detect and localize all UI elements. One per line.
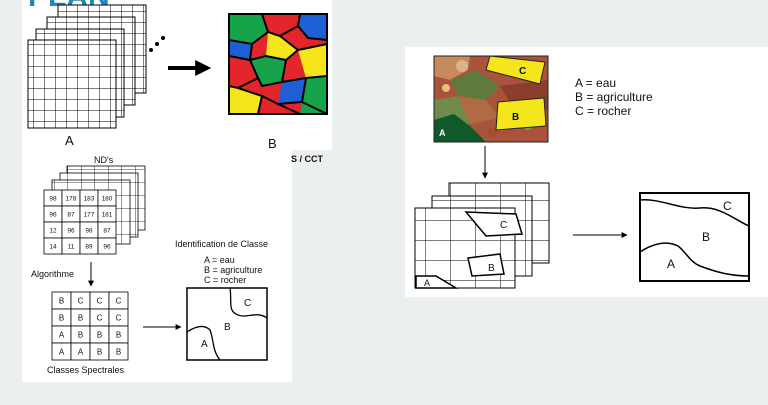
class-matrix-value: C — [116, 296, 122, 305]
grid-label-b: B — [488, 263, 495, 274]
right-stacked-grid: C B A — [414, 182, 550, 289]
nd-matrix-value: 178 — [66, 195, 77, 202]
map-small-label-b: B — [224, 322, 231, 333]
label-a-top: A — [65, 133, 74, 148]
class-matrix-value: C — [116, 313, 122, 322]
map-label-b: B — [702, 230, 710, 244]
image-label-c: C — [519, 66, 526, 77]
nd-matrix-value: 98 — [49, 195, 57, 202]
class-matrix-value: B — [78, 330, 83, 339]
class-matrix-value: A — [59, 330, 65, 339]
image-label-b: B — [512, 112, 519, 123]
class-matrix-value: B — [59, 313, 64, 322]
class-matrix-value: C — [78, 296, 84, 305]
nd-matrix-value: 96 — [49, 211, 57, 218]
nd-matrix-value: 183 — [84, 195, 95, 202]
final-classified-map: C B A — [639, 192, 750, 282]
legend-agriculture-small: B = agriculture — [204, 265, 262, 275]
label-b-top: B — [268, 136, 277, 151]
classified-color-map — [228, 13, 328, 115]
stacked-bands-grid — [27, 4, 147, 129]
class-matrix-value: A — [59, 347, 65, 356]
algorithm-label: Algorithme — [31, 269, 74, 279]
satellite-image: C B A — [433, 55, 549, 143]
identification-map-small: C B A — [186, 287, 268, 361]
class-matrix-value: C — [97, 313, 103, 322]
nd-matrix-value: 177 — [84, 211, 95, 218]
nd-matrix-value: 181 — [102, 211, 113, 218]
map-label-c: C — [723, 199, 732, 213]
legend-rocher: C = rocher — [575, 104, 631, 118]
nd-matrix-value: 14 — [49, 243, 57, 250]
class-matrix-value: B — [97, 347, 102, 356]
grid-label-c: C — [500, 220, 507, 231]
nd-matrix-value: 98 — [85, 227, 93, 234]
legend-agriculture: B = agriculture — [575, 90, 653, 104]
nd-matrix-value: 12 — [49, 227, 57, 234]
nd-matrix-cell — [97, 237, 117, 255]
nd-matrix-value: 96 — [67, 227, 75, 234]
nd-matrix-front: 98 178 183 180 96 87 177 181 12 96 98 87 14 11 89 96 — [43, 189, 117, 255]
ellipsis-dots — [149, 36, 165, 52]
class-matrix-value: B — [97, 330, 102, 339]
legend-eau-small: A = eau — [204, 255, 235, 265]
caption-cct: S / CCT — [291, 154, 324, 164]
class-matrix-cell — [108, 342, 129, 361]
class-matrix-value: B — [116, 330, 121, 339]
class-matrix-value: B — [59, 296, 64, 305]
nd-matrix-value: 96 — [103, 243, 111, 250]
class-matrix-value: A — [78, 347, 84, 356]
nd-matrix-value: 180 — [102, 195, 113, 202]
nd-matrix-value: 87 — [103, 227, 111, 234]
nd-title: ND's — [94, 155, 114, 165]
class-matrix-value: B — [116, 347, 121, 356]
nd-matrix-value: 11 — [68, 243, 75, 250]
class-matrix-value: C — [97, 296, 103, 305]
map-small-label-c: C — [244, 298, 251, 309]
image-label-a: A — [439, 128, 446, 138]
legend-eau: A = eau — [575, 76, 616, 90]
nd-matrix-value: 89 — [85, 243, 93, 250]
map-label-a: A — [667, 257, 675, 271]
nd-matrix-value: 87 — [67, 211, 75, 218]
identification-title: Identification de Classe — [175, 239, 268, 249]
class-matrix-value: B — [78, 313, 83, 322]
map-small-label-a: A — [201, 339, 208, 350]
grid-label-a: A — [424, 278, 430, 288]
legend-rocher-small: C = rocher — [204, 275, 246, 285]
classes-spectrales-label: Classes Spectrales — [47, 365, 125, 375]
